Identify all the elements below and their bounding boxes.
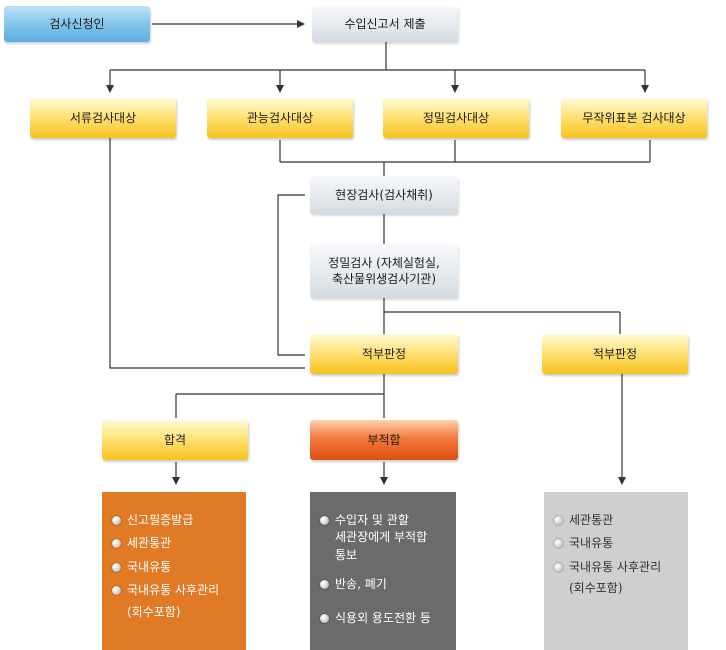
node-precision-check-label: 정밀검사대상 <box>422 110 490 125</box>
right-item: 국내유통 사후관리 <box>554 559 680 576</box>
right-item-text: 세관통관 <box>569 513 614 527</box>
node-precision-test-label: 정밀검사 (자체실험실, 축산물위생검사기관) <box>328 255 440 286</box>
bullet-icon <box>112 539 121 549</box>
node-document-check-label: 서류검사대상 <box>69 110 137 125</box>
pass-item-text: 국내유통 사후관리 <box>127 583 220 598</box>
node-fail: 부적합 <box>310 420 458 460</box>
node-pass-label: 합격 <box>163 432 187 447</box>
pass-item-note: (회수포함) <box>127 604 181 619</box>
node-submit-declaration: 수입신고서 제출 <box>312 6 458 42</box>
node-submit-declaration-label: 수입신고서 제출 <box>344 16 426 31</box>
pass-result-panel: 신고필증발급 세관통관 국내유통 국내유통 사후관리 (회수포함) <box>102 492 246 650</box>
fail-item-text: 수입자 및 관할 세관장에게 부적합 통보 <box>335 513 428 562</box>
node-applicant-label: 검사신청인 <box>49 16 105 31</box>
pass-item: 신고필증발급 <box>112 512 238 529</box>
node-document-check: 서류검사대상 <box>30 98 176 138</box>
right-result-panel: 세관통관 국내유통 국내유통 사후관리 (회수포함) <box>544 492 688 650</box>
pass-item-text: 국내유통 <box>127 559 172 574</box>
bullet-icon <box>112 562 121 572</box>
bullet-icon <box>320 580 329 590</box>
right-item: 세관통관 <box>554 512 680 529</box>
right-item-text: 국내유통 사후관리 <box>569 559 662 574</box>
fail-item-text: 식용외 용도전환 등 <box>335 610 431 625</box>
node-random-sample-check-label: 무작위표본 검사대상 <box>582 110 686 125</box>
right-item-text: 국내유통 <box>569 536 614 551</box>
node-random-sample-check: 무작위표본 검사대상 <box>561 98 707 138</box>
pass-item: 국내유통 사후관리 <box>112 582 238 599</box>
bullet-icon <box>112 516 121 525</box>
node-precision-test: 정밀검사 (자체실험실, 축산물위생검사기관) <box>310 244 458 298</box>
bullet-icon <box>554 539 563 549</box>
node-fail-label: 부적합 <box>367 432 401 447</box>
node-judgement-right: 적부판정 <box>542 334 688 374</box>
pass-item-text: 세관통관 <box>127 536 172 551</box>
bullet-icon <box>320 516 329 525</box>
bullet-icon <box>554 516 563 525</box>
node-applicant: 검사신청인 <box>4 6 150 42</box>
pass-item: 세관통관 <box>112 535 238 552</box>
fail-result-panel: 수입자 및 관할 세관장에게 부적합 통보 반송, 폐기 식용외 용도전환 등 <box>310 492 456 650</box>
fail-item: 반송, 폐기 <box>320 576 448 593</box>
bullet-icon <box>554 562 563 572</box>
fail-item-text: 반송, 폐기 <box>335 577 387 592</box>
pass-item: 국내유통 <box>112 559 238 576</box>
pass-item-text: 신고필증발급 <box>127 513 194 527</box>
node-judgement-left-label: 적부판정 <box>361 346 407 361</box>
node-judgement-right-label: 적부판정 <box>592 346 638 361</box>
right-item: 국내유통 <box>554 535 680 552</box>
node-field-check-label: 현장검사(검사채취) <box>335 187 433 202</box>
line-field-to-judge-left <box>277 194 305 356</box>
bullet-icon <box>112 586 121 596</box>
bullet-icon <box>320 613 329 623</box>
fail-item: 수입자 및 관할 세관장에게 부적합 통보 <box>320 512 448 564</box>
node-pass: 합격 <box>102 420 248 460</box>
node-sensory-check: 관능검사대상 <box>207 98 353 138</box>
node-field-check: 현장검사(검사채취) <box>310 176 458 214</box>
node-judgement-left: 적부판정 <box>310 334 458 374</box>
right-item-note: (회수포함) <box>569 581 623 596</box>
line-doc-to-judge <box>109 138 305 369</box>
fail-item: 식용외 용도전환 등 <box>320 610 448 627</box>
node-sensory-check-label: 관능검사대상 <box>246 110 314 125</box>
node-precision-check: 정밀검사대상 <box>383 98 529 138</box>
